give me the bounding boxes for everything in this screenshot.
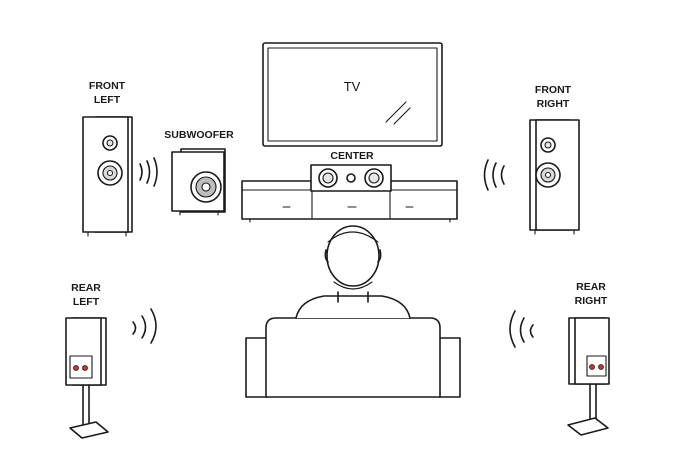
subwoofer-label: SUBWOOFER xyxy=(164,129,234,141)
center-label: CENTER xyxy=(330,150,374,162)
front-right-label-line1: FRONT xyxy=(535,84,572,96)
front-left-label-line2: LEFT xyxy=(94,94,121,106)
rear-right-label-line1: REAR xyxy=(576,281,606,293)
front-right-speaker: FRONT RIGHT xyxy=(483,84,580,235)
subwoofer: SUBWOOFER xyxy=(164,129,234,216)
rear-right-speaker: REAR RIGHT xyxy=(509,281,610,436)
rear-left-label-line1: REAR xyxy=(71,282,101,294)
rear-left-label-line2: LEFT xyxy=(73,296,100,308)
tv: TV xyxy=(262,42,443,147)
front-left-speaker: FRONT LEFT xyxy=(82,80,158,237)
rear-left-speaker: REAR LEFT xyxy=(65,282,157,439)
center-speaker: CENTER xyxy=(310,150,392,192)
front-right-label-line2: RIGHT xyxy=(537,98,570,110)
rear-right-label-line2: RIGHT xyxy=(575,295,608,307)
listener xyxy=(245,225,461,398)
front-left-label-line1: FRONT xyxy=(89,80,126,92)
tv-label: TV xyxy=(344,79,361,94)
